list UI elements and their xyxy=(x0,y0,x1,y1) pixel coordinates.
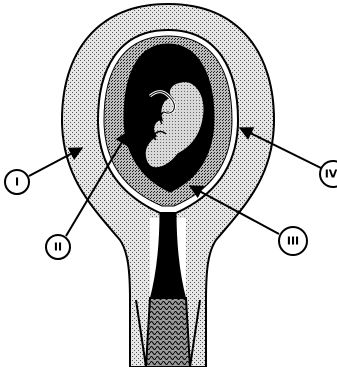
label-2-text: II xyxy=(54,241,62,254)
label-1-text: I xyxy=(15,176,19,189)
callout-label-3: III xyxy=(279,227,307,255)
vagina xyxy=(146,298,190,367)
callout-label-4: IV xyxy=(320,161,337,187)
label-3-text: III xyxy=(287,235,299,248)
label-4-text: IV xyxy=(325,168,337,181)
callout-label-1: I xyxy=(5,170,29,194)
callout-label-2: II xyxy=(46,235,70,259)
